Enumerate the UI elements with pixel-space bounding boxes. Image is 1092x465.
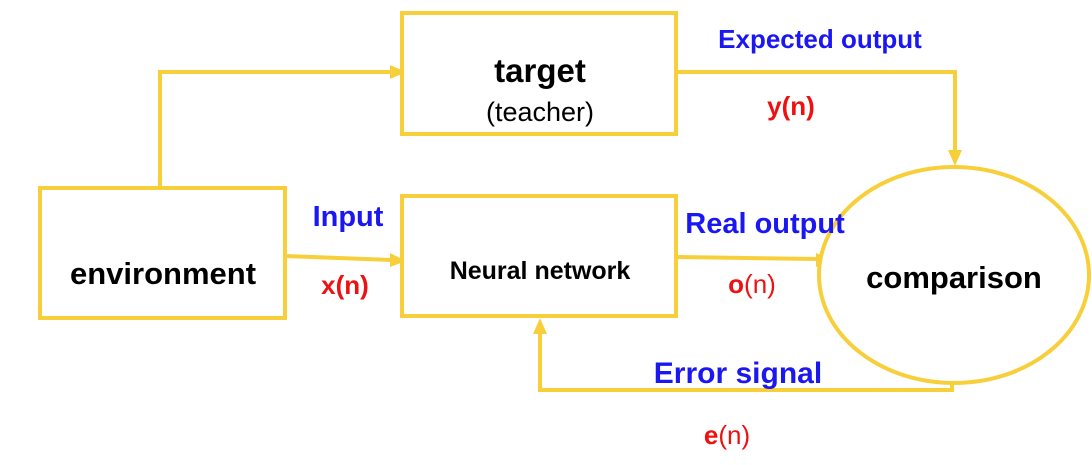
edge-network-to-comparison xyxy=(677,255,819,261)
edge-environment-to-network xyxy=(284,254,393,262)
environment-box xyxy=(38,186,287,320)
e-n-label: e(n) xyxy=(704,420,750,450)
x-n-label: x(n) xyxy=(321,270,369,300)
e-symbol: e xyxy=(704,420,718,450)
o-symbol: o xyxy=(728,269,744,299)
error-signal-label: Error signal xyxy=(654,357,822,390)
neural-network-label: Neural network xyxy=(450,257,631,285)
y-n-label: y(n) xyxy=(767,91,815,121)
edge-target-to-comparison xyxy=(678,70,957,152)
input-label: Input xyxy=(313,201,384,233)
expected-output-label: Expected output xyxy=(718,24,922,54)
o-n-label: o(n) xyxy=(728,269,776,299)
environment-label: environment xyxy=(70,256,256,291)
comparison-ellipse xyxy=(817,165,1091,385)
arrowhead-network-bottom xyxy=(533,318,547,334)
target-subtitle: (teacher) xyxy=(486,97,594,127)
arrowhead-comparison-top xyxy=(948,150,962,166)
real-output-label: Real output xyxy=(685,208,845,240)
e-argument: (n) xyxy=(718,420,750,450)
arrowhead-target xyxy=(390,65,406,79)
neural-network-box xyxy=(400,194,678,318)
target-title: target xyxy=(494,52,586,89)
edge-environment-to-target xyxy=(158,70,392,188)
comparison-label: comparison xyxy=(866,260,1042,295)
arrowhead-network xyxy=(390,253,406,267)
o-argument: (n) xyxy=(744,269,776,299)
target-box xyxy=(400,11,678,136)
